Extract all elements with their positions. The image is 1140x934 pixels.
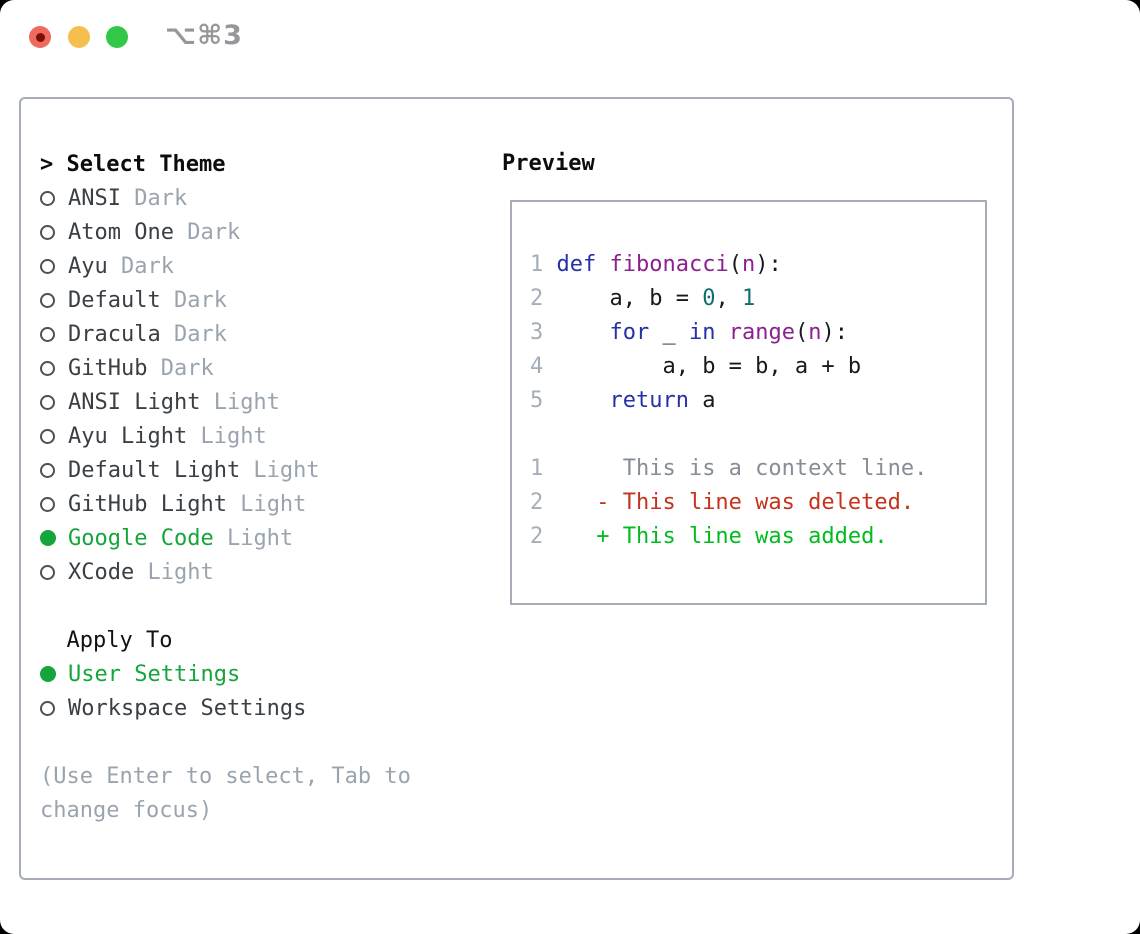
preview-title: Preview [502, 151, 595, 176]
code-line: 3 for _ in range(n): [530, 320, 848, 345]
radio-selected-icon [40, 666, 56, 682]
apply-to-label: User Settings [68, 661, 241, 687]
theme-variant: Dark [160, 287, 227, 313]
prompt-caret-icon: > [40, 151, 54, 177]
radio-unselected-icon [40, 292, 55, 308]
theme-name: ANSI Light [68, 389, 201, 415]
radio-unselected-icon [40, 462, 55, 478]
theme-option[interactable]: ANSI Light Light [40, 385, 411, 419]
theme-name: Default Light [68, 457, 241, 483]
line-number: 3 [530, 320, 557, 345]
radio-unselected-icon [40, 700, 55, 716]
theme-variant: Dark [147, 355, 214, 381]
theme-variant: Light [187, 423, 267, 449]
theme-option[interactable]: GitHub Light Light [40, 487, 411, 521]
help-text-line1: (Use Enter to select, Tab to [40, 763, 411, 789]
theme-name: Dracula [68, 321, 161, 347]
radio-unselected-icon [40, 394, 55, 410]
theme-variant: Dark [160, 321, 227, 347]
theme-name: Google Code [68, 525, 214, 551]
spacer [40, 725, 411, 759]
apply-to-label: Workspace Settings [68, 695, 307, 721]
theme-option[interactable]: GitHub Dark [40, 351, 411, 385]
line-number: 1 [530, 456, 544, 481]
diff-line: 2 + This line was added. [530, 520, 971, 554]
spacer [40, 589, 411, 623]
line-number: 5 [530, 388, 557, 413]
theme-option[interactable]: Default Dark [40, 283, 411, 317]
theme-variant: Dark [120, 185, 188, 211]
close-button-icon[interactable] [29, 26, 51, 48]
radio-unselected-icon [40, 258, 55, 274]
apply-to-header: Apply To [40, 623, 411, 657]
theme-option[interactable]: Ayu Dark [40, 249, 411, 283]
line-number: 4 [530, 354, 557, 379]
select-theme-title: Select Theme [66, 151, 226, 177]
radio-unselected-icon [40, 360, 55, 376]
close-button-dot-icon [35, 32, 45, 42]
preview-pane: 1 def fibonacci(n): 2 a, b = 0, 1 3 for _ … [510, 200, 987, 605]
radio-unselected-icon [40, 496, 55, 512]
line-number: 1 [530, 252, 557, 277]
theme-option[interactable]: ANSI Dark [40, 181, 411, 215]
theme-variant: Light [213, 525, 294, 551]
apply-to-option[interactable]: Workspace Settings [40, 691, 411, 725]
line-number: 2 [530, 286, 557, 311]
theme-variant: Dark [107, 253, 174, 279]
zoom-button-icon[interactable] [106, 26, 128, 48]
minimize-button-icon[interactable] [68, 26, 90, 48]
diff-text: + This line was added. [543, 524, 888, 549]
theme-name: Ayu Light [68, 423, 188, 449]
diff-text: This is a context line. [543, 456, 928, 481]
theme-option[interactable]: Dracula Dark [40, 317, 411, 351]
radio-unselected-icon [40, 224, 55, 240]
diff-text: - This line was deleted. [543, 490, 915, 515]
theme-variant: Light [134, 559, 214, 585]
apply-to-title: Apply To [66, 627, 173, 653]
theme-option[interactable]: Atom One Dark [40, 215, 411, 249]
code-preview: 1 def fibonacci(n): 2 a, b = 0, 1 3 for _ … [530, 248, 971, 418]
apply-to-option[interactable]: User Settings [40, 657, 411, 691]
diff-line: 1 This is a context line. [530, 452, 971, 486]
theme-variant: Light [200, 389, 280, 415]
theme-option[interactable]: Google Code Light [40, 521, 411, 555]
diff-line: 2 - This line was deleted. [530, 486, 971, 520]
theme-name: GitHub [68, 355, 148, 381]
window-title: ⌥⌘3 [165, 20, 243, 51]
theme-option[interactable]: XCode Light [40, 555, 411, 589]
line-number: 2 [530, 524, 544, 549]
help-text-line2: change focus) [40, 797, 213, 823]
theme-name: Ayu [68, 253, 108, 279]
code-line: 1 def fibonacci(n): [530, 252, 782, 277]
code-line: 5 return a [530, 388, 716, 413]
code-line: 4 a, b = b, a + b [530, 354, 862, 379]
theme-option[interactable]: Default Light Light [40, 453, 411, 487]
radio-unselected-icon [40, 326, 55, 342]
theme-name: GitHub Light [68, 491, 227, 517]
spacer [530, 418, 971, 452]
theme-option[interactable]: Ayu Light Light [40, 419, 411, 453]
radio-unselected-icon [40, 564, 55, 580]
theme-variant: Dark [173, 219, 241, 245]
radio-unselected-icon [40, 190, 55, 206]
theme-variant: Light [226, 491, 307, 517]
theme-name: Default [68, 287, 161, 313]
theme-name: Atom One [68, 219, 174, 245]
select-theme-header: > Select Theme [40, 147, 411, 181]
code-line: 2 a, b = 0, 1 [530, 286, 756, 311]
radio-unselected-icon [40, 428, 55, 444]
theme-variant: Light [240, 457, 320, 483]
line-number: 2 [530, 490, 544, 515]
diff-preview: 1 This is a context line.2 - This line w… [530, 452, 971, 554]
theme-name: ANSI [68, 185, 121, 211]
window-titlebar: ⌥⌘3 [0, 0, 1140, 75]
radio-selected-icon [40, 530, 56, 546]
theme-name: XCode [68, 559, 135, 585]
